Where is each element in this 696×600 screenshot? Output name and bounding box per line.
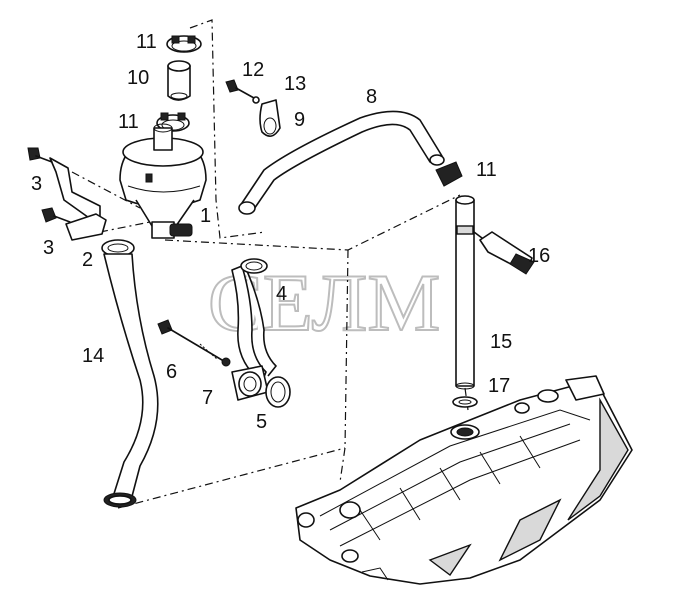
label-17: 17 [488, 375, 510, 397]
cylinder-head-cover [295, 375, 633, 585]
label-12: 12 [242, 59, 264, 81]
label-3-upper: 3 [31, 173, 42, 195]
label-11-top: 11 [136, 31, 157, 53]
part-16-sealant-tube [473, 231, 535, 275]
label-7: 7 [202, 387, 213, 409]
part-7-flange [231, 365, 269, 401]
part-9-clip [259, 99, 281, 137]
label-8: 8 [366, 86, 377, 108]
part-14-hose [103, 253, 159, 508]
label-3-lower: 3 [43, 237, 54, 259]
part-17-washer [452, 396, 478, 408]
part-5-o-ring [265, 376, 291, 408]
part-3-bracket-lower [41, 207, 107, 241]
label-6: 6 [166, 361, 177, 383]
part-12-bolt [225, 79, 260, 104]
label-10: 10 [127, 67, 149, 89]
label-13: 13 [284, 73, 306, 95]
label-4: 4 [276, 283, 287, 305]
label-2: 2 [82, 249, 93, 271]
part-11-clamp-middle [156, 112, 190, 132]
label-15: 15 [490, 331, 512, 353]
label-9: 9 [294, 109, 305, 131]
label-16: 16 [528, 245, 550, 267]
label-1: 1 [200, 205, 211, 227]
label-5: 5 [256, 411, 267, 433]
part-labels: 11 10 11 12 13 9 8 11 3 1 3 2 16 4 15 14… [31, 31, 550, 433]
part-11-clamp-right [435, 161, 463, 187]
part-1-oil-separator [119, 123, 207, 239]
part-11-clamp-top [166, 35, 202, 53]
label-11-right: 11 [476, 159, 497, 181]
part-6-bolt [157, 319, 231, 367]
part-15-dipstick-tube [455, 195, 475, 390]
label-14: 14 [82, 345, 104, 367]
part-8-breather-tube [238, 110, 445, 215]
label-11-middle: 11 [118, 111, 139, 133]
assembly-guide-lines [71, 19, 469, 509]
part-10-hose [167, 60, 191, 101]
